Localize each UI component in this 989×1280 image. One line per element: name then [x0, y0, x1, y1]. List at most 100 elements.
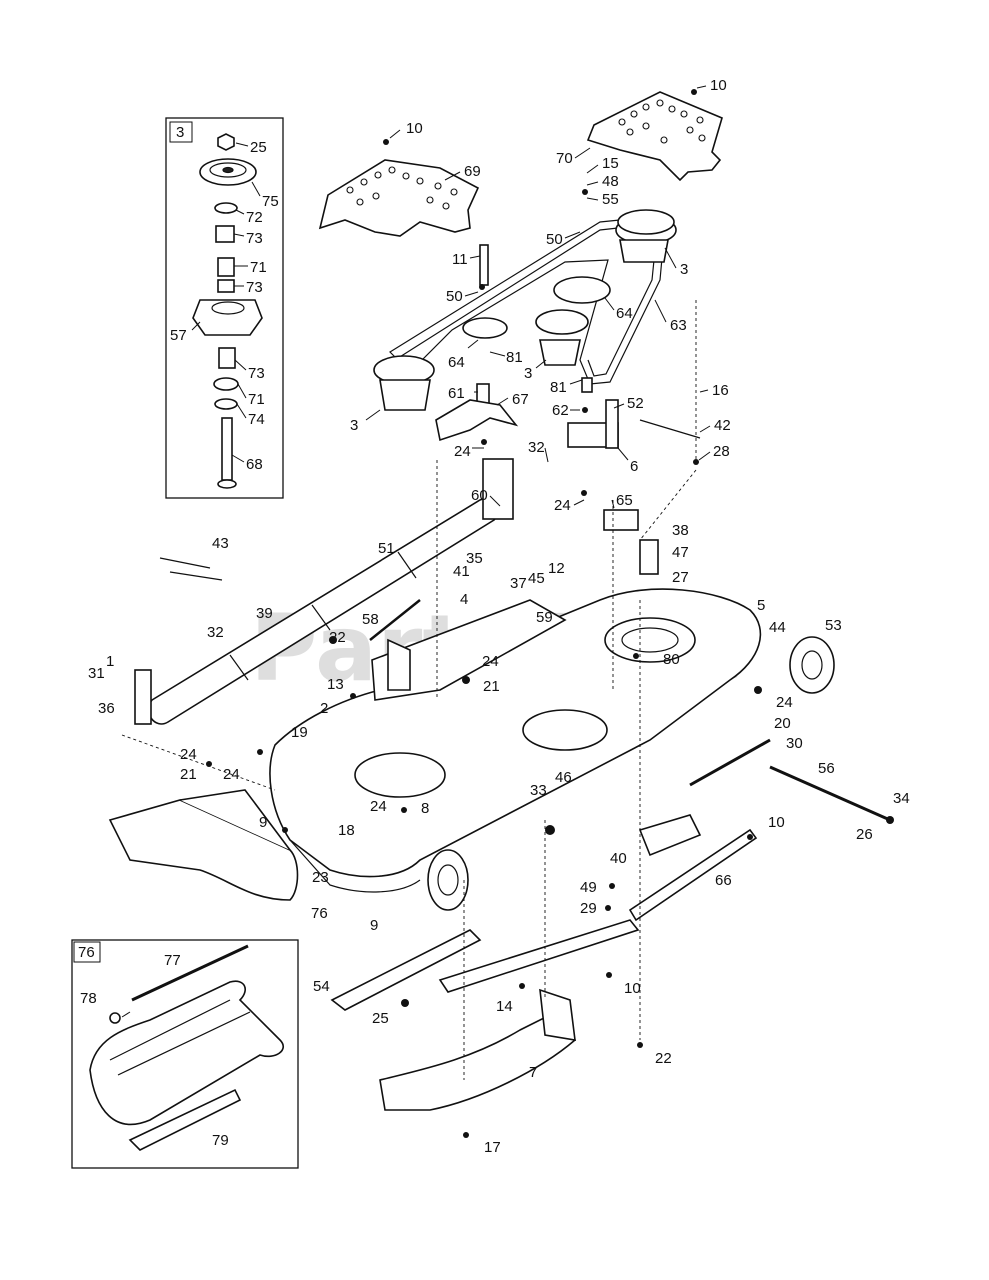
- callout: 62: [552, 402, 569, 419]
- callout: 3: [680, 261, 688, 278]
- callout: 72: [246, 209, 263, 226]
- callout: 32: [528, 439, 545, 456]
- callout: 9: [259, 814, 267, 831]
- callout: 66: [715, 872, 732, 889]
- callout: 22: [655, 1050, 672, 1067]
- callout: 34: [893, 790, 910, 807]
- callout: 21: [483, 678, 500, 695]
- callout: 44: [769, 619, 786, 636]
- callout: 7: [529, 1064, 537, 1081]
- callout: 25: [250, 139, 267, 156]
- callout: 51: [378, 540, 395, 557]
- callout: 46: [555, 769, 572, 786]
- callout: 65: [616, 492, 633, 509]
- callout: 24: [454, 443, 471, 460]
- callout: 48: [602, 173, 619, 190]
- callout: 73: [248, 365, 265, 382]
- callout: 21: [180, 766, 197, 783]
- blades-and-baffles: [330, 814, 758, 1111]
- callout: 19: [291, 724, 308, 741]
- fastener-dots: [206, 89, 894, 1138]
- callout: 64: [448, 354, 465, 371]
- callout: 81: [550, 379, 567, 396]
- callout: 24: [554, 497, 571, 514]
- callout: 50: [446, 288, 463, 305]
- callout: 67: [512, 391, 529, 408]
- callout: 39: [256, 605, 273, 622]
- callout: 9: [370, 917, 378, 934]
- callout: 15: [602, 155, 619, 172]
- callout: 32: [207, 624, 224, 641]
- mower-deck-shell: [269, 588, 762, 893]
- callout: 10: [768, 814, 785, 831]
- callout: 50: [546, 231, 563, 248]
- callout: 24: [180, 746, 197, 763]
- callout: 81: [506, 349, 523, 366]
- callout: 12: [548, 560, 565, 577]
- callout: 60: [471, 487, 488, 504]
- callout: 29: [580, 900, 597, 917]
- callout: 24: [370, 798, 387, 815]
- callout: 74: [248, 411, 265, 428]
- spindle-stack-drawing: [192, 133, 263, 489]
- callout: 24: [223, 766, 240, 783]
- callout: 69: [464, 163, 481, 180]
- callout: 38: [672, 522, 689, 539]
- callout: 61: [448, 385, 465, 402]
- callout: 53: [825, 617, 842, 634]
- spindle-inset-leaders: [191, 142, 261, 463]
- callout: 25: [372, 1010, 389, 1027]
- callout: 73: [246, 230, 263, 247]
- belt-cover-left: [318, 159, 480, 237]
- chute-inset-tag: 76: [78, 944, 95, 961]
- callout: 3: [524, 365, 532, 382]
- callout: 8: [421, 800, 429, 817]
- chute-inset: 76: [71, 939, 299, 1169]
- callout: 18: [338, 822, 355, 839]
- callout: 45: [528, 570, 545, 587]
- callout: 58: [362, 611, 379, 628]
- gauge-wheels: [427, 636, 835, 911]
- callout: 10: [624, 980, 641, 997]
- callout: 6: [630, 458, 638, 475]
- callout: 57: [170, 327, 187, 344]
- callout: 28: [713, 443, 730, 460]
- callout: 42: [714, 417, 731, 434]
- callout: 52: [627, 395, 644, 412]
- callout: 55: [602, 191, 619, 208]
- callout: 10: [406, 120, 423, 137]
- part-callouts: 10 10 69 70 15 48 55 50 11 50 3 63 64 64…: [88, 77, 910, 1156]
- callout: 36: [98, 700, 115, 717]
- callout: 1: [106, 653, 114, 670]
- callout: 59: [536, 609, 553, 626]
- callout: 80: [663, 651, 680, 668]
- callout: 16: [712, 382, 729, 399]
- callout: 22: [329, 629, 346, 646]
- callout: 47: [672, 544, 689, 561]
- main-leader-lines: [365, 85, 711, 509]
- callout: 56: [818, 760, 835, 777]
- callout: 63: [670, 317, 687, 334]
- callout: 24: [776, 694, 793, 711]
- callout: 4: [460, 591, 468, 608]
- spindle-inset-tag: 3: [176, 124, 184, 141]
- callout: 14: [496, 998, 513, 1015]
- chute-inset-callouts: 77 78 79: [80, 952, 229, 1149]
- callout: 33: [530, 782, 547, 799]
- callout: 77: [164, 952, 181, 969]
- discharge-chute: [108, 789, 299, 901]
- callout: 71: [250, 259, 267, 276]
- callout: 20: [774, 715, 791, 732]
- callout: 54: [313, 978, 330, 995]
- callout: 31: [88, 665, 105, 682]
- callout: 2: [320, 700, 328, 717]
- callout: 3: [350, 417, 358, 434]
- callout: 17: [484, 1139, 501, 1156]
- callout: 79: [212, 1132, 229, 1149]
- linkage-rods: [134, 244, 891, 822]
- callout: 40: [610, 850, 627, 867]
- callout: 24: [482, 653, 499, 670]
- callout: 70: [556, 150, 573, 167]
- callout: 64: [616, 305, 633, 322]
